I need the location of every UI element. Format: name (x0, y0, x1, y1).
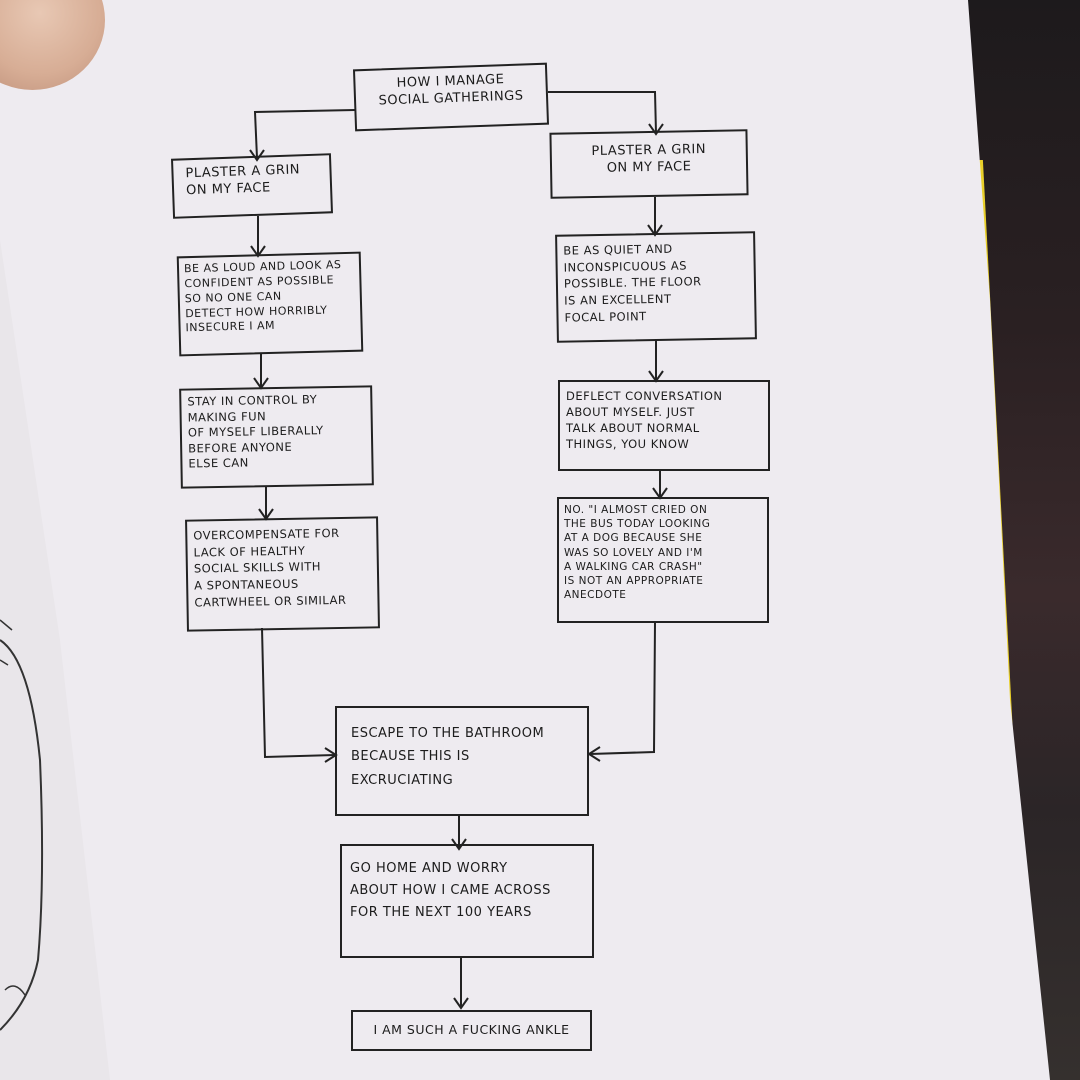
right-step-4-box: NO. "I ALMOST CRIED ON THE BUS TODAY LOO… (557, 497, 769, 623)
final-step-box: I AM SUCH A FUCKING ANKLE (351, 1010, 592, 1051)
right-step-3-box: DEFLECT CONVERSATION ABOUT MYSELF. JUST … (558, 380, 770, 471)
right-step-1-box: PLASTER A GRIN ON MY FACE (549, 129, 749, 199)
left-step-2-box: BE AS LOUD AND LOOK AS CONFIDENT AS POSS… (176, 251, 364, 357)
left-step-3-box: STAY IN CONTROL BY MAKING FUN OF MYSELF … (179, 385, 374, 489)
flowchart-title-box: HOW I MANAGE SOCIAL GATHERINGS (352, 62, 550, 132)
left-step-4-box: OVERCOMPENSATE FOR LACK OF HEALTHY SOCIA… (185, 516, 380, 632)
worry-step-box: GO HOME AND WORRY ABOUT HOW I CAME ACROS… (340, 844, 594, 958)
left-page-sketch (0, 619, 44, 1031)
left-step-1-box: PLASTER A GRIN ON MY FACE (171, 153, 333, 219)
bathroom-step-box: ESCAPE TO THE BATHROOM BECAUSE THIS IS E… (335, 706, 589, 816)
right-step-2-box: BE AS QUIET AND INCONSPICUOUS AS POSSIBL… (555, 231, 757, 343)
